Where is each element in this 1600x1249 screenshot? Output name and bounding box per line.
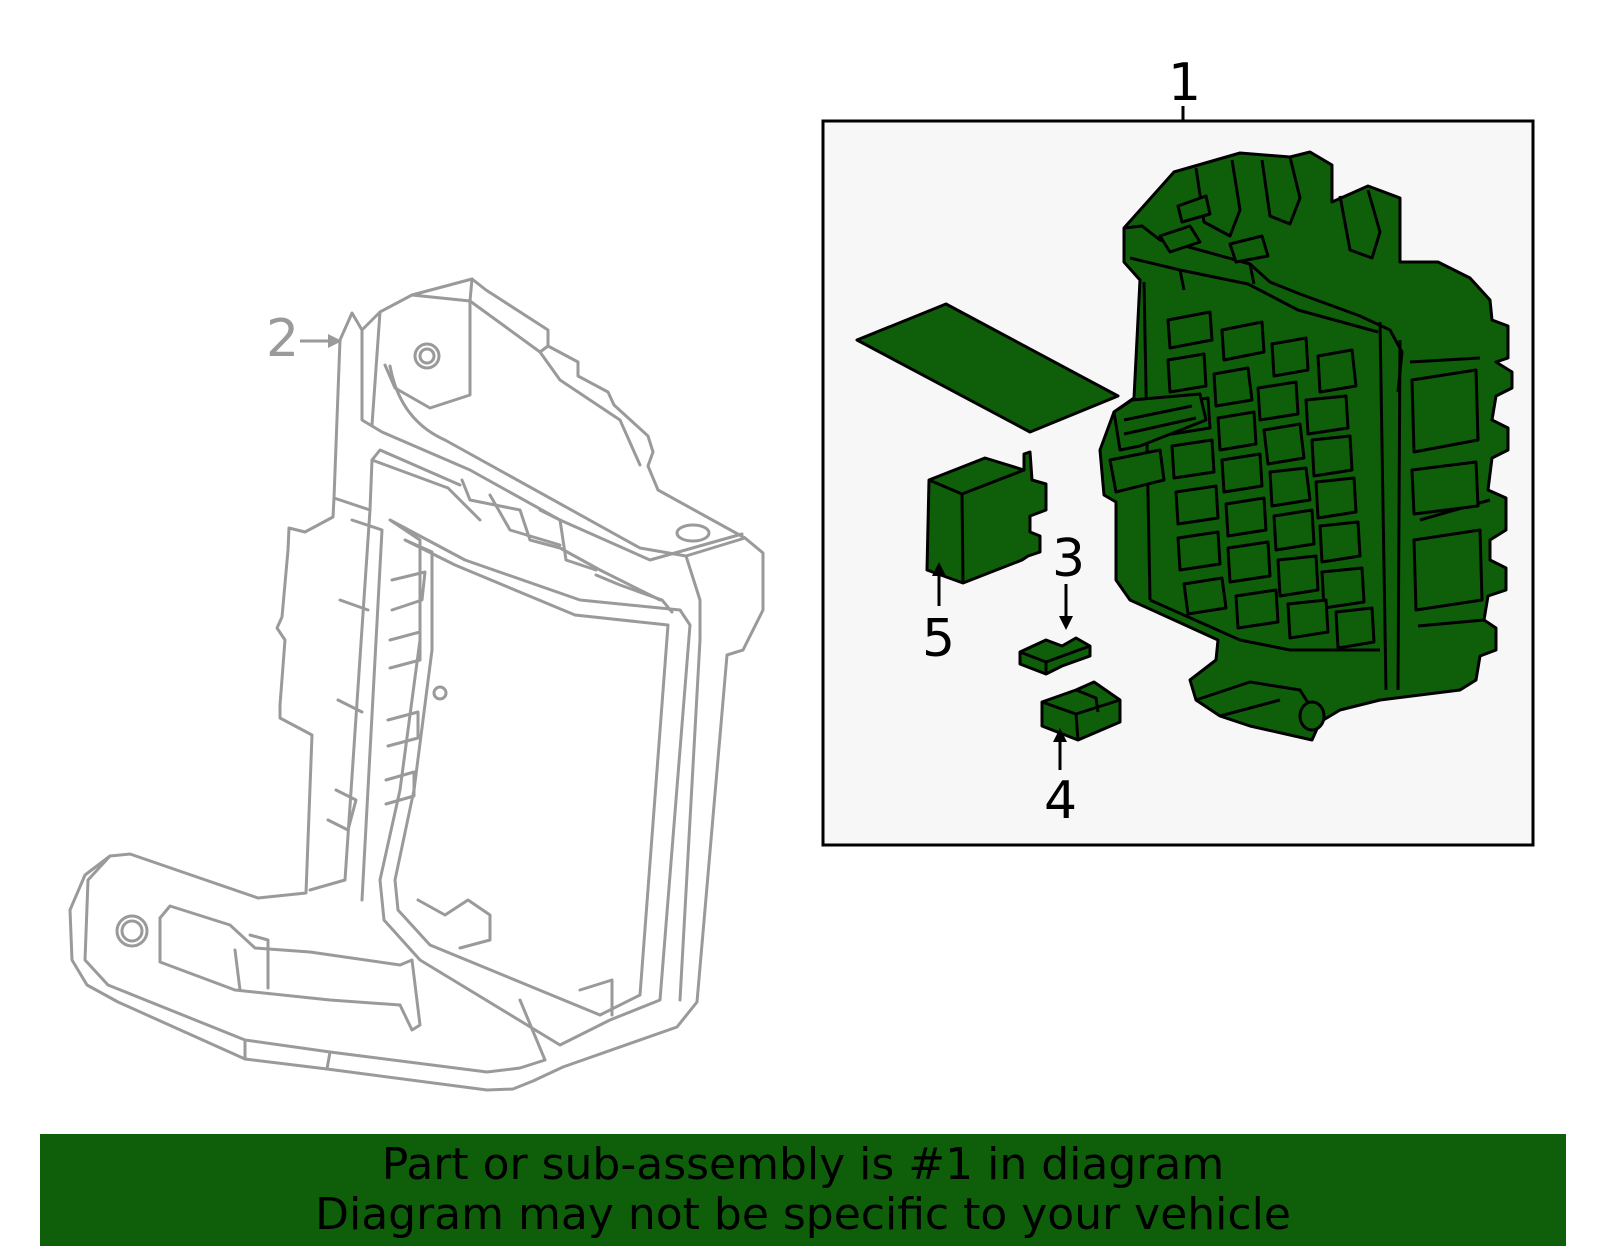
maxi-fuse [1040,680,1122,742]
banner-line-2: Diagram may not be specific to your vehi… [315,1189,1291,1240]
callout-1: 1 [1168,53,1201,121]
relay [925,450,1048,585]
callout-4: 4 [1044,728,1077,831]
callout-2: 2 [266,309,342,369]
callout-3: 3 [1052,529,1085,630]
callout-3-label: 3 [1052,529,1085,589]
mounting-bracket [68,277,765,1092]
callout-5-label: 5 [922,609,955,669]
callout-1-label: 1 [1168,53,1201,113]
callout-4-label: 4 [1044,771,1077,831]
callout-5: 5 [922,562,955,669]
disclaimer-banner: Part or sub-assembly is #1 in diagram Di… [40,1134,1566,1246]
mini-fuse [1018,636,1092,676]
banner-line-1: Part or sub-assembly is #1 in diagram [381,1139,1225,1190]
fuse-box [1098,150,1514,742]
fuse-box-cover-label [855,302,1120,434]
callout-2-label: 2 [266,309,299,369]
